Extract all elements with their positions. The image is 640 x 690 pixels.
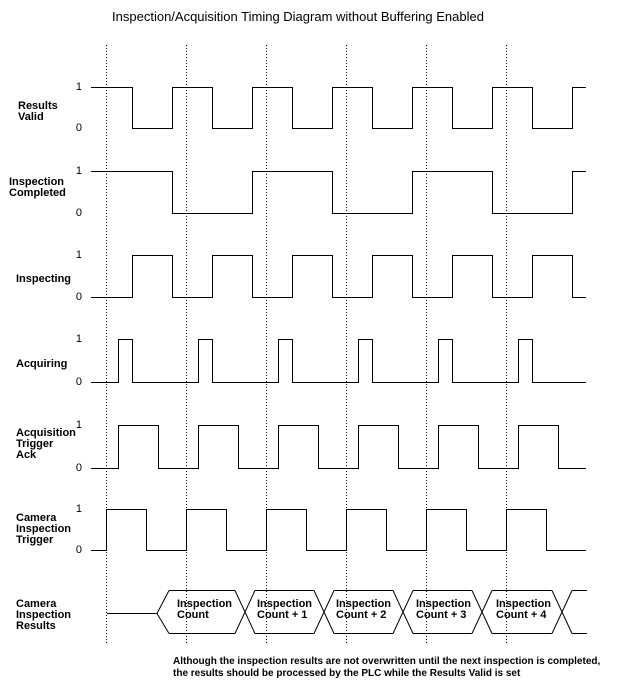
signal-label-results-valid-line: Valid <box>18 111 44 123</box>
bus-segment-label-2-line: Inspection <box>336 598 392 610</box>
signal-label-camera-inspection-results-line: Camera <box>16 598 57 610</box>
signal-label-acquiring: Acquiring <box>16 359 67 370</box>
signal-label-results-valid-line: Results <box>18 100 58 112</box>
level-high-label-acquiring: 1 <box>75 333 82 345</box>
bus-segment-label-3-line: Inspection <box>416 598 472 610</box>
level-high-label-results-valid: 1 <box>75 81 82 93</box>
waveform-acquiring <box>91 339 586 383</box>
footer-note: Although the inspection results are not … <box>173 656 600 680</box>
waveform-acquisition-trigger-ack <box>91 425 586 469</box>
waveform-inspecting <box>91 255 586 298</box>
signal-label-inspecting: Inspecting <box>16 274 71 285</box>
level-low-label-inspecting: 0 <box>75 291 82 303</box>
waveform-inspection-completed <box>91 171 586 214</box>
signal-label-camera-inspection-trigger-line: Camera <box>16 512 57 524</box>
signal-label-camera-inspection-results-line: Inspection <box>16 609 72 621</box>
diagram-title: Inspection/Acquisition Timing Diagram wi… <box>112 9 484 24</box>
bus-segment-label-0-line: Count <box>177 609 209 621</box>
level-high-label-inspection-completed: 1 <box>75 165 82 177</box>
level-high-label-camera-inspection-trigger: 1 <box>75 503 82 515</box>
waveform-camera-inspection-results <box>107 590 587 634</box>
level-low-label-results-valid: 0 <box>75 122 82 134</box>
bus-segment-label-0-line: Inspection <box>177 598 233 610</box>
bus-segment-label-1-line: Count + 1 <box>257 609 308 621</box>
level-low-label-acquisition-trigger-ack: 0 <box>75 462 82 474</box>
signal-label-inspection-completed-line: Inspection <box>9 176 65 188</box>
footer-note-line1: Although the inspection results are not … <box>173 656 601 667</box>
bus-segment-label-1-line: Inspection <box>257 598 313 610</box>
level-low-label-camera-inspection-trigger: 0 <box>75 544 82 556</box>
bus-segment-label-3-line: Count + 3 <box>416 609 467 621</box>
level-low-label-inspection-completed: 0 <box>75 207 82 219</box>
signal-label-camera-inspection-results-line: Results <box>16 620 56 632</box>
signal-label-acquisition-trigger-ack-line: Trigger <box>16 438 54 450</box>
level-low-label-acquiring: 0 <box>75 376 82 388</box>
waveform-results-valid <box>91 87 586 129</box>
bus-segment-label-4-line: Inspection <box>496 598 552 610</box>
signal-label-acquisition-trigger-ack-line: Ack <box>16 449 37 461</box>
bus-segment-label-4-line: Count + 4 <box>496 609 547 621</box>
footer-note-line2: the results should be processed by the P… <box>173 668 521 679</box>
level-high-label-acquisition-trigger-ack: 1 <box>75 419 82 431</box>
signal-label-camera-inspection-trigger-line: Inspection <box>16 523 72 535</box>
signal-label-acquiring-line: Acquiring <box>16 358 68 370</box>
level-high-label-inspecting: 1 <box>75 249 82 261</box>
waveform-camera-inspection-trigger <box>91 509 586 551</box>
signal-label-acquisition-trigger-ack-line: Acquisition <box>16 427 76 439</box>
signal-label-inspecting-line: Inspecting <box>16 273 72 285</box>
signal-label-inspection-completed-line: Completed <box>9 187 66 199</box>
signal-label-camera-inspection-trigger-line: Trigger <box>16 534 54 546</box>
bus-segment-label-2-line: Count + 2 <box>336 609 387 621</box>
